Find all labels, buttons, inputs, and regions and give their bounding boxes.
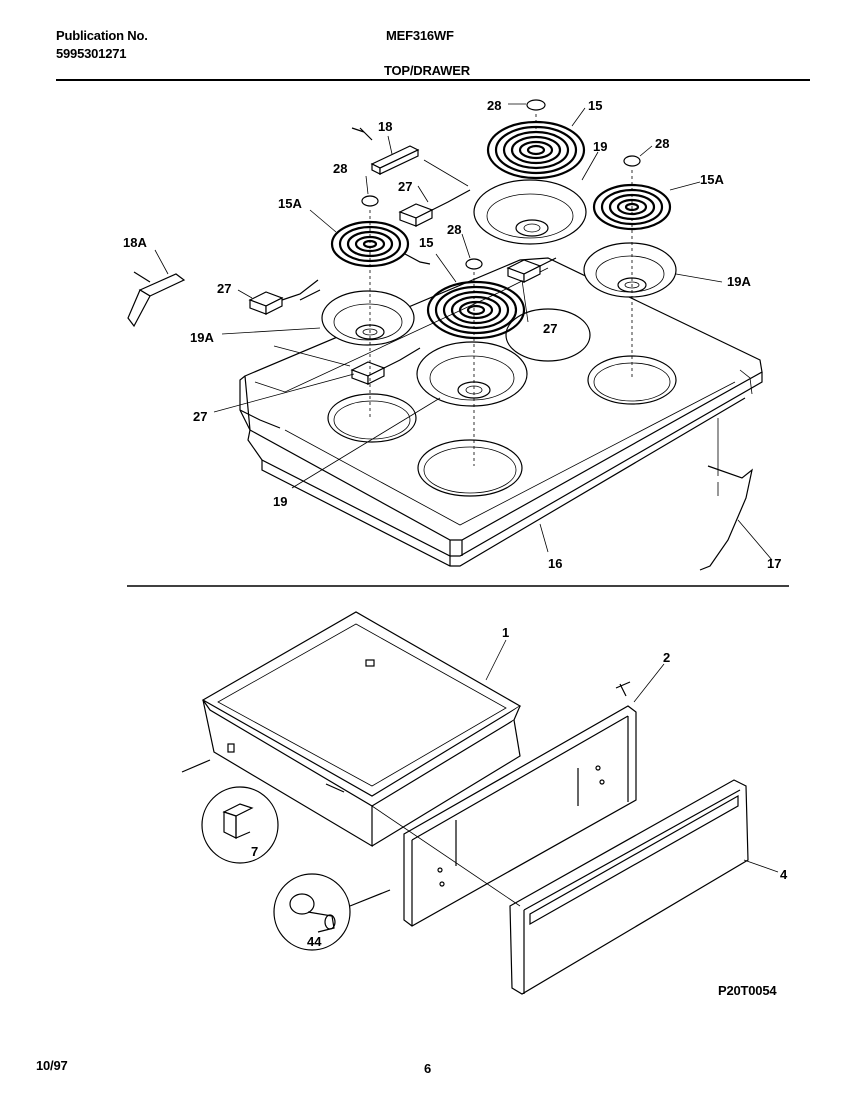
callout-27-center: 27 [398, 179, 412, 194]
drip-pan-19-front [416, 341, 528, 407]
model-number: MEF316WF [386, 28, 454, 43]
callout-28-mid: 28 [447, 222, 461, 237]
section-title: TOP/DRAWER [384, 63, 470, 78]
callout-16: 16 [548, 556, 562, 571]
callout-15-front: 15 [419, 235, 433, 250]
drawer-front-4 [509, 779, 749, 995]
terminal-block-27-mid [350, 347, 421, 385]
callout-27-left: 27 [217, 281, 231, 296]
callout-17: 17 [767, 556, 781, 571]
element-bracket-18 [351, 127, 420, 175]
header-rule [56, 79, 810, 81]
surface-element-15-rear [486, 120, 586, 180]
callout-26: 28 [487, 98, 501, 113]
drawer-body-1 [201, 611, 522, 848]
callout-2: 2 [663, 650, 670, 665]
publication-label: Publication No. [56, 28, 148, 43]
element-cap-28 [361, 99, 641, 270]
surface-element-15a-left [330, 220, 431, 268]
callout-15a-right: 15A [700, 172, 724, 187]
callout-1: 1 [502, 625, 509, 640]
cooktop-top-panel [239, 257, 763, 567]
callout-27-mid: 27 [193, 409, 207, 424]
burner-well-front-right [417, 439, 523, 497]
callout-19-front: 19 [273, 494, 287, 509]
terminal-block-27-right [506, 257, 557, 283]
callout-7: 7 [251, 844, 258, 859]
glide-detail-44 [273, 873, 391, 951]
footer-date: 10/97 [36, 1058, 68, 1073]
callout-19a-right: 19A [727, 274, 751, 289]
element-bracket-18a [127, 271, 186, 328]
figure-code: P20T0054 [718, 983, 777, 998]
callout-15-rear: 15 [588, 98, 602, 113]
callout-19-rear: 19 [593, 139, 607, 154]
burner-well-rear-left [505, 308, 591, 362]
page-number: 6 [424, 1061, 432, 1076]
anti-tip-wire-17 [699, 418, 753, 571]
callout-19a-left: 19A [190, 330, 214, 345]
callout-15a-left: 15A [278, 196, 302, 211]
callout-18: 18 [378, 119, 392, 134]
surface-element-15-front [426, 280, 526, 340]
callout-44: 44 [307, 934, 322, 949]
callout-28-left: 28 [333, 161, 347, 176]
callout-labels: 28 15 18 19 28 28 15A 27 15A 28 18A 15 1… [123, 98, 788, 949]
terminal-block-27-center [398, 189, 471, 227]
leader-lines-top [154, 103, 773, 561]
drip-pan-19a-right [583, 242, 677, 298]
publication-number: 5995301271 [56, 46, 127, 61]
terminal-block-27-left [248, 279, 321, 315]
drip-pan-19a-left [321, 290, 415, 346]
roller-detail-7 [181, 759, 279, 864]
callout-4: 4 [780, 867, 788, 882]
callout-28-right: 28 [655, 136, 669, 151]
callout-18a: 18A [123, 235, 147, 250]
drawer-front-panel-2 [403, 681, 637, 927]
leader-lines-bottom [371, 639, 779, 907]
callout-27-right: 27 [543, 321, 557, 336]
drip-pan-19-rear [473, 179, 587, 245]
